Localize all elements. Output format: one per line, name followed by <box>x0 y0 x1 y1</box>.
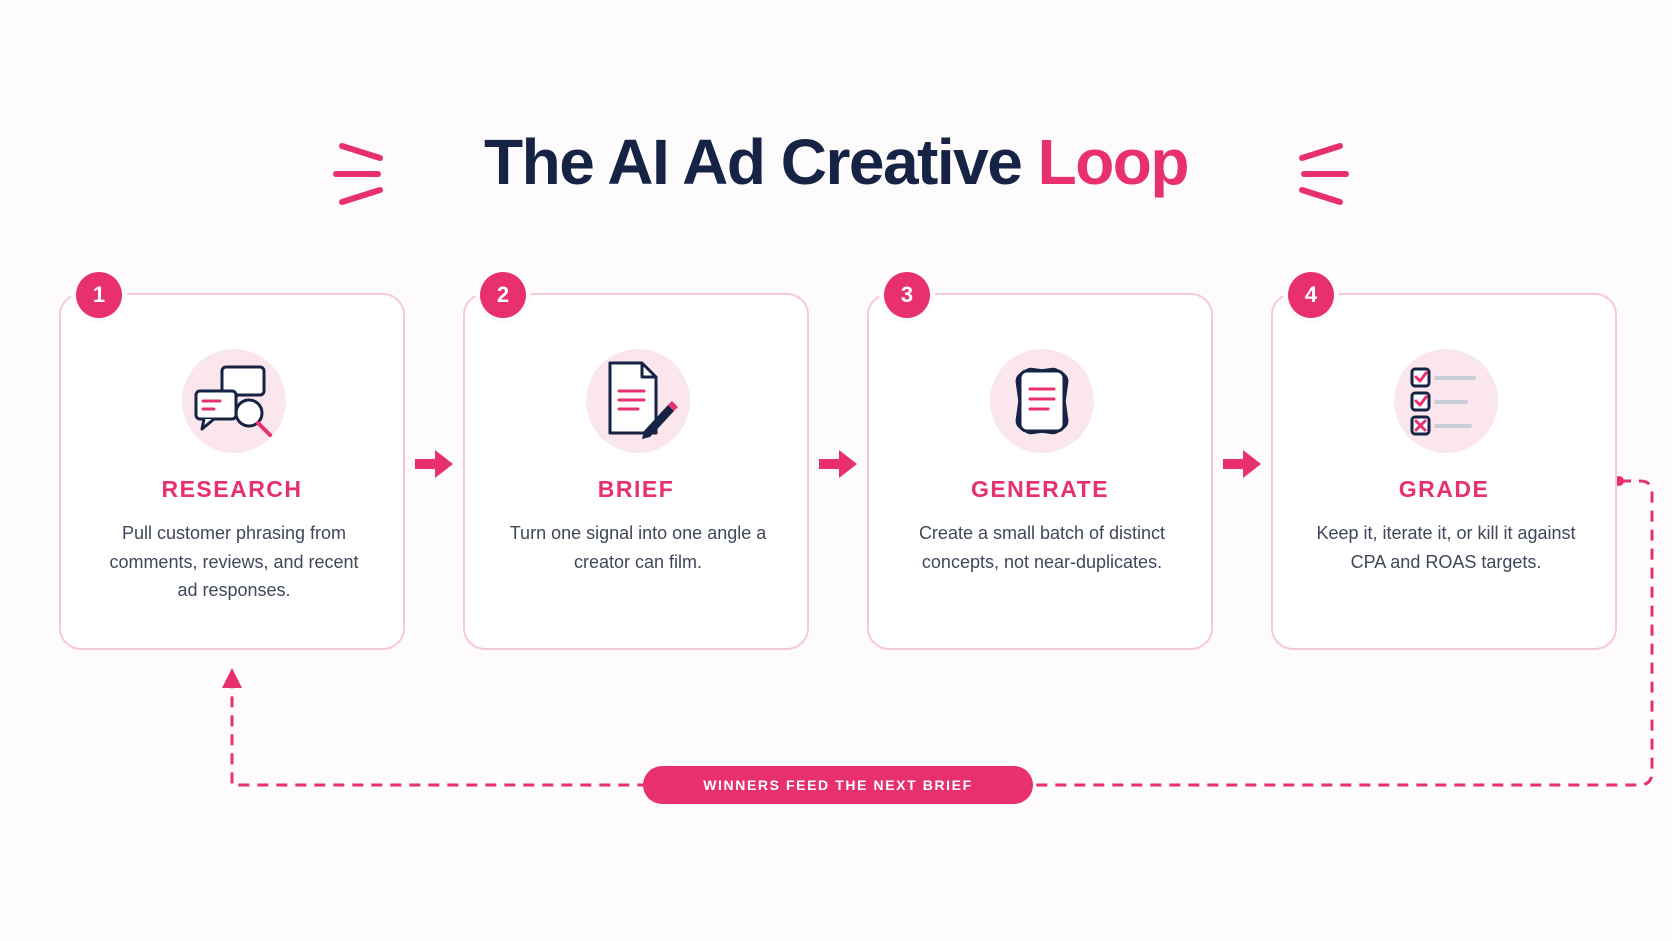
page-title: The AI Ad Creative Loop <box>0 122 1672 202</box>
arrow-right-icon <box>819 450 857 478</box>
burst-lines-right-icon <box>1299 143 1349 205</box>
loop-label-pill: WINNERS FEED THE NEXT BRIEF <box>643 766 1033 804</box>
step-title: GENERATE <box>970 476 1110 502</box>
document-pen-icon <box>586 349 690 453</box>
step-number-badge: 2 <box>480 272 526 318</box>
arrow-right-icon <box>415 450 453 478</box>
step-description: Keep it, iterate it, or kill it against … <box>1316 523 1576 572</box>
step-number-badge: 1 <box>76 272 122 318</box>
chat-search-icon <box>182 349 286 453</box>
checklist-icon <box>1394 349 1498 453</box>
step-card-generate: 3 GENERATE Create a small batch of disti… <box>867 272 1213 650</box>
step-title: GRADE <box>1398 476 1490 502</box>
step-description: Turn one signal into one angle a creator… <box>509 523 767 572</box>
stacked-cards-icon <box>990 349 1094 453</box>
step-card-brief: 2 BRIEF Turn one signal into one angle a… <box>463 272 809 650</box>
title-accent: Loop <box>1037 126 1190 198</box>
step-card-grade: 4 GRADE Keep it, iterate it, or kill it … <box>1271 272 1617 650</box>
burst-lines-left-icon <box>333 143 383 205</box>
title-main: The AI Ad Creative <box>484 126 1038 198</box>
step-number-badge: 4 <box>1288 272 1334 318</box>
step-number-badge: 3 <box>884 272 930 318</box>
step-title: BRIEF <box>597 476 675 502</box>
arrow-right-icon <box>1223 450 1261 478</box>
step-description: Pull customer phrasing from comments, re… <box>109 523 359 600</box>
step-card-research: 1 RESEARCH Pull customer phrasing from c… <box>59 272 405 650</box>
step-title: RESEARCH <box>161 476 303 502</box>
step-description: Create a small batch of distinct concept… <box>918 523 1166 572</box>
